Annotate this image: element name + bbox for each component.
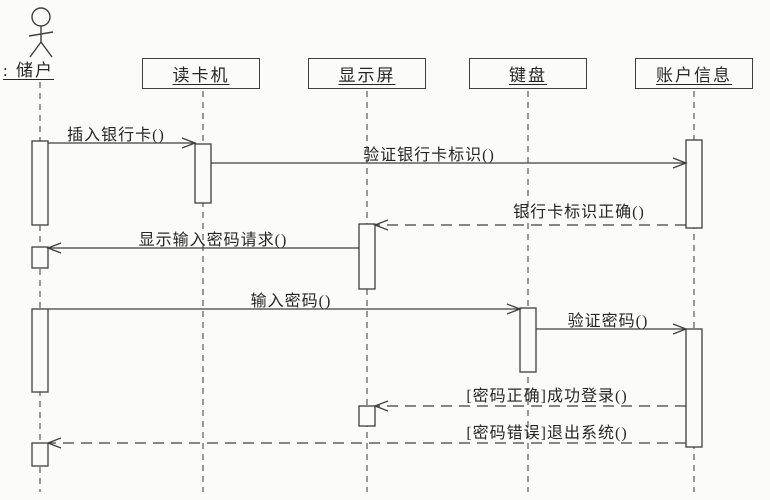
actor-icon	[28, 7, 54, 58]
message-label-login-success: [密码正确]成功登录()	[466, 388, 628, 405]
message-arrows	[46, 137, 688, 449]
activation-account-2	[685, 328, 703, 448]
lifeline-label-account-info: 账户信息	[656, 66, 732, 85]
activation-bars	[31, 139, 703, 467]
activation-display-1	[358, 223, 376, 290]
message-label-enter-password: 输入密码()	[250, 293, 332, 310]
lifeline-label-display: 显示屏	[338, 66, 396, 85]
lifeline-head-account-info: 账户信息	[635, 58, 753, 89]
message-label-verify-password: 验证密码()	[567, 313, 649, 330]
activation-display-2	[358, 405, 376, 427]
message-arrow-enter-password	[48, 303, 522, 315]
message-arrow-verify-password	[536, 323, 688, 335]
lifeline-head-card-reader: 读卡机	[142, 58, 260, 89]
lifeline-label-card-reader: 读卡机	[172, 66, 230, 85]
message-label-card-id-correct: 银行卡标识正确()	[513, 204, 645, 221]
message-arrow-login-success	[373, 400, 686, 412]
lifeline-label-depositor: : 储户	[3, 61, 54, 80]
activation-card-reader	[194, 143, 212, 204]
message-label-exit-system: [密码错误]退出系统()	[466, 425, 628, 442]
lifeline-head-keyboard: 键盘	[469, 58, 587, 89]
lifeline-head-depositor: : 储户	[3, 56, 54, 81]
message-arrow-card-id-correct	[373, 219, 686, 231]
message-label-verify-card-id: 验证银行卡标识()	[363, 147, 495, 164]
activation-account-1	[685, 139, 703, 229]
lifeline-head-display: 显示屏	[308, 58, 426, 89]
message-arrow-exit-system	[46, 437, 686, 449]
activation-depositor-3	[31, 308, 49, 393]
message-label-insert-card: 插入银行卡()	[67, 127, 165, 144]
activation-depositor-1	[31, 140, 49, 226]
lifeline-label-keyboard: 键盘	[509, 66, 547, 85]
message-arrow-insert-card	[48, 137, 197, 149]
message-label-show-password-request: 显示输入密码请求()	[138, 232, 288, 249]
activation-depositor-2	[31, 246, 49, 269]
activation-keyboard	[519, 307, 537, 373]
message-arrow-show-password-request	[46, 242, 359, 254]
activation-depositor-4	[31, 442, 49, 467]
message-arrow-verify-card-id	[211, 157, 688, 169]
